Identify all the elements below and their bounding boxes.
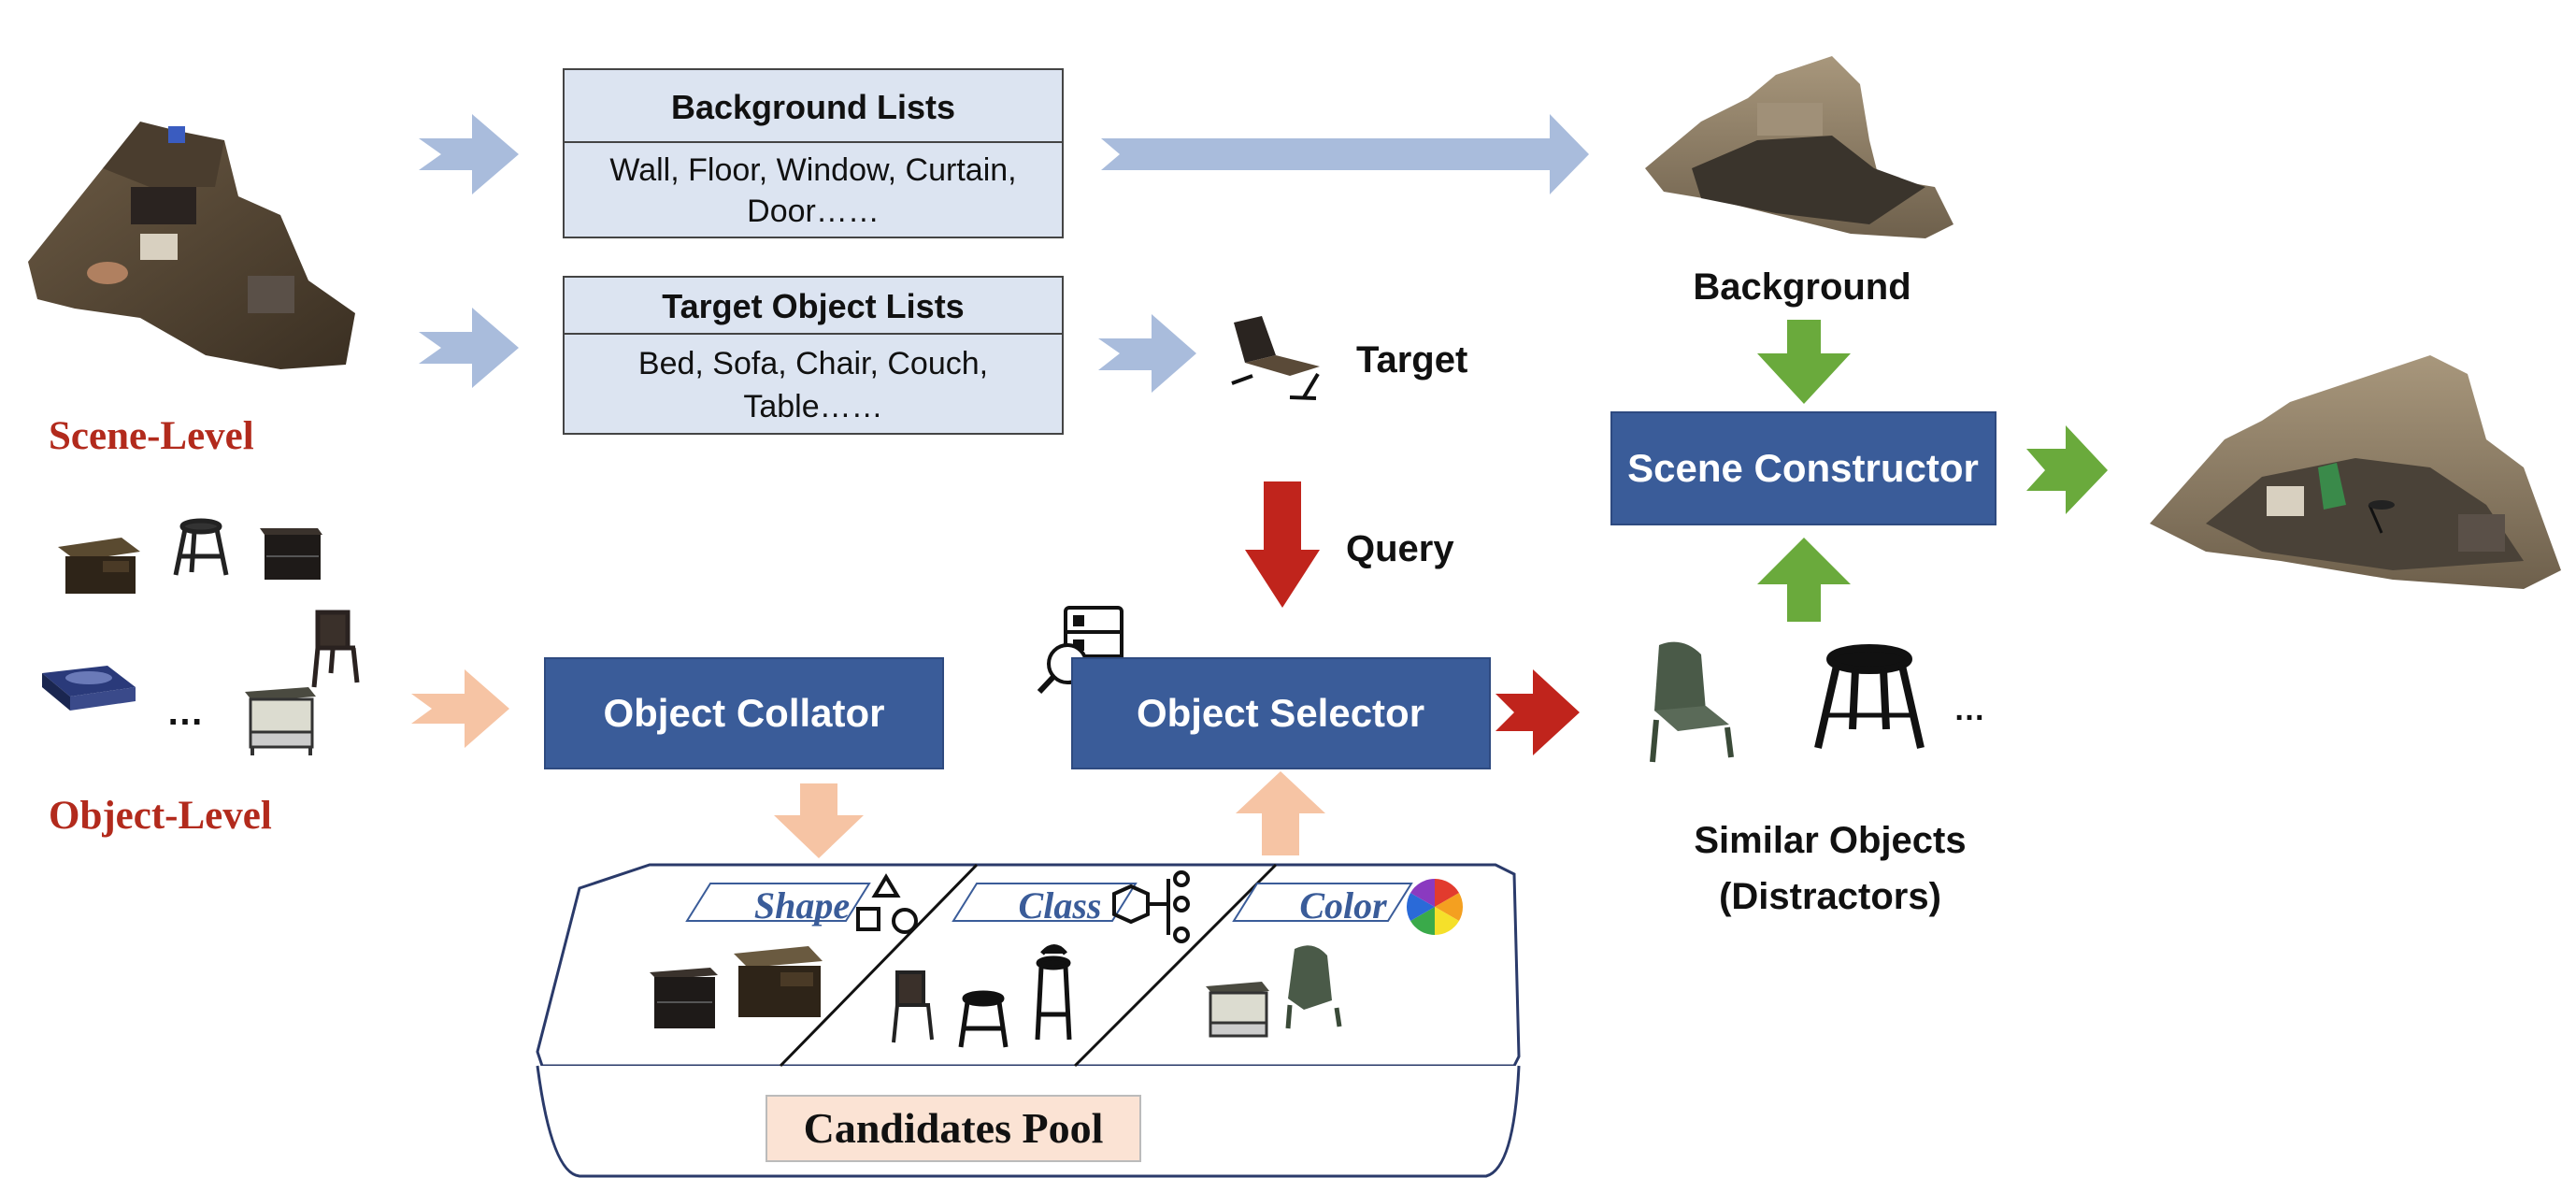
- similar-stool-object: [1814, 644, 1925, 749]
- pool-barstool: [1035, 944, 1072, 1041]
- pool-tab-shape: Shape: [754, 884, 850, 927]
- pool-tab-color: Color: [1299, 884, 1387, 927]
- background-label: Background: [1693, 266, 1911, 308]
- color-wheel-icon: [1406, 878, 1464, 935]
- arrow-objects-to-collator: [411, 669, 509, 748]
- pool-side-table: [1206, 982, 1269, 1038]
- object-thumbnails: …: [42, 518, 360, 755]
- similar-objects-line1: Similar Objects: [1694, 820, 1966, 861]
- background-lists-line2: Door……: [747, 194, 880, 229]
- arrow-scene-to-target-list: [419, 308, 519, 388]
- arrow-background-to-constructor: [1757, 320, 1851, 404]
- object-selector-module: Object Selector: [1071, 657, 1491, 769]
- pool-stool: [958, 990, 1009, 1048]
- pool-chair: [892, 970, 934, 1043]
- arrow-similar-to-constructor: [1757, 538, 1851, 622]
- background-lists-line1: Wall, Floor, Window, Curtain,: [609, 152, 1016, 188]
- object-selector-label: Object Selector: [1137, 691, 1424, 735]
- scene-constructor-module: Scene Constructor: [1610, 411, 1996, 525]
- class-hierarchy-icon: [1112, 870, 1190, 943]
- scene-scan-icon: [28, 122, 355, 369]
- target-lists-line2: Table……: [743, 389, 882, 424]
- pool-desk: [734, 946, 823, 1017]
- similar-ellipsis: …: [1953, 692, 1985, 727]
- stool-object: [173, 518, 229, 576]
- wooden-chair-object: [311, 610, 360, 688]
- background-scan-icon: [1645, 56, 1953, 238]
- target-label: Target: [1356, 339, 1467, 381]
- shape-icon: [856, 873, 918, 934]
- query-label: Query: [1346, 528, 1454, 569]
- candidates-pool-label: Candidates Pool: [804, 1104, 1104, 1152]
- object-ellipsis: …: [166, 692, 204, 733]
- target-lists-title: Target Object Lists: [662, 287, 964, 325]
- bed-object: [42, 666, 136, 711]
- similar-objects-line2: (Distractors): [1719, 876, 1941, 917]
- arrow-query: [1245, 481, 1320, 608]
- object-collator-module: Object Collator: [544, 657, 944, 769]
- arrow-target-list-to-target: [1098, 314, 1196, 393]
- nightstand-object: [260, 528, 322, 580]
- candidates-pool: Shape Class Color: [536, 863, 1521, 1178]
- scene-level-label: Scene-Level: [49, 414, 254, 458]
- arrow-pool-to-selector: [1236, 771, 1325, 855]
- final-scene-icon: [2150, 355, 2561, 589]
- pool-green-chair: [1285, 945, 1342, 1029]
- desk-object: [58, 538, 140, 594]
- pool-nightstand: [650, 968, 718, 1028]
- similar-chair-object: [1650, 641, 1734, 763]
- target-chair-icon: [1231, 316, 1320, 400]
- pool-tab-class: Class: [1019, 884, 1102, 927]
- arrow-scene-to-background-list: [419, 114, 519, 194]
- scene-constructor-label: Scene Constructor: [1627, 446, 1979, 490]
- object-level-label: Object-Level: [49, 794, 272, 838]
- arrow-selector-to-similar: [1496, 669, 1580, 755]
- background-lists-box: Background Lists Wall, Floor, Window, Cu…: [563, 68, 1064, 238]
- arrow-collator-to-pool: [774, 783, 864, 858]
- target-lists-box: Target Object Lists Bed, Sofa, Chair, Co…: [563, 276, 1064, 435]
- arrow-background-list-to-background: [1101, 114, 1589, 194]
- arrow-constructor-to-final: [2026, 425, 2108, 514]
- side-table-object: [245, 687, 316, 755]
- background-lists-title: Background Lists: [671, 88, 955, 126]
- object-collator-label: Object Collator: [603, 691, 884, 735]
- target-lists-line1: Bed, Sofa, Chair, Couch,: [638, 346, 988, 381]
